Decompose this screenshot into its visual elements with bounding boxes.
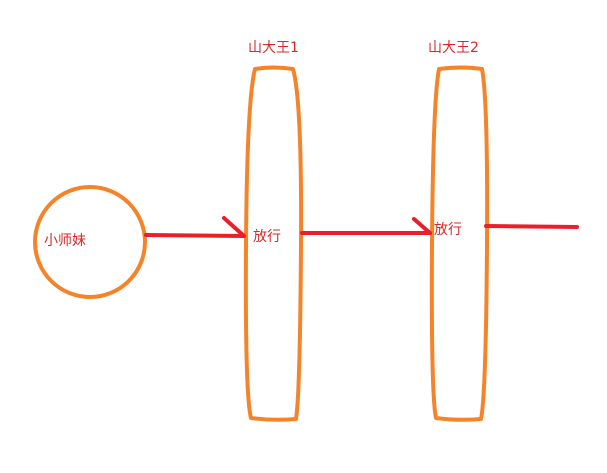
guard1-pill — [243, 65, 304, 422]
arrow-guard1-to-guard2-head — [412, 217, 432, 235]
guard1-title: 山大王1 — [248, 40, 299, 56]
guard2-pill — [429, 65, 490, 422]
guard1-action-label: 放行 — [253, 229, 281, 245]
start-node-circle — [33, 185, 147, 299]
arrow-start-to-guard1-head — [222, 216, 246, 238]
start-node-label: 小师妹 — [44, 233, 86, 249]
guard2-action-label: 放行 — [434, 222, 462, 238]
arrow-start-to-guard1-shaft — [144, 233, 246, 238]
arrow-guard2-exit — [484, 224, 579, 229]
guard2-title: 山大王2 — [428, 40, 479, 56]
